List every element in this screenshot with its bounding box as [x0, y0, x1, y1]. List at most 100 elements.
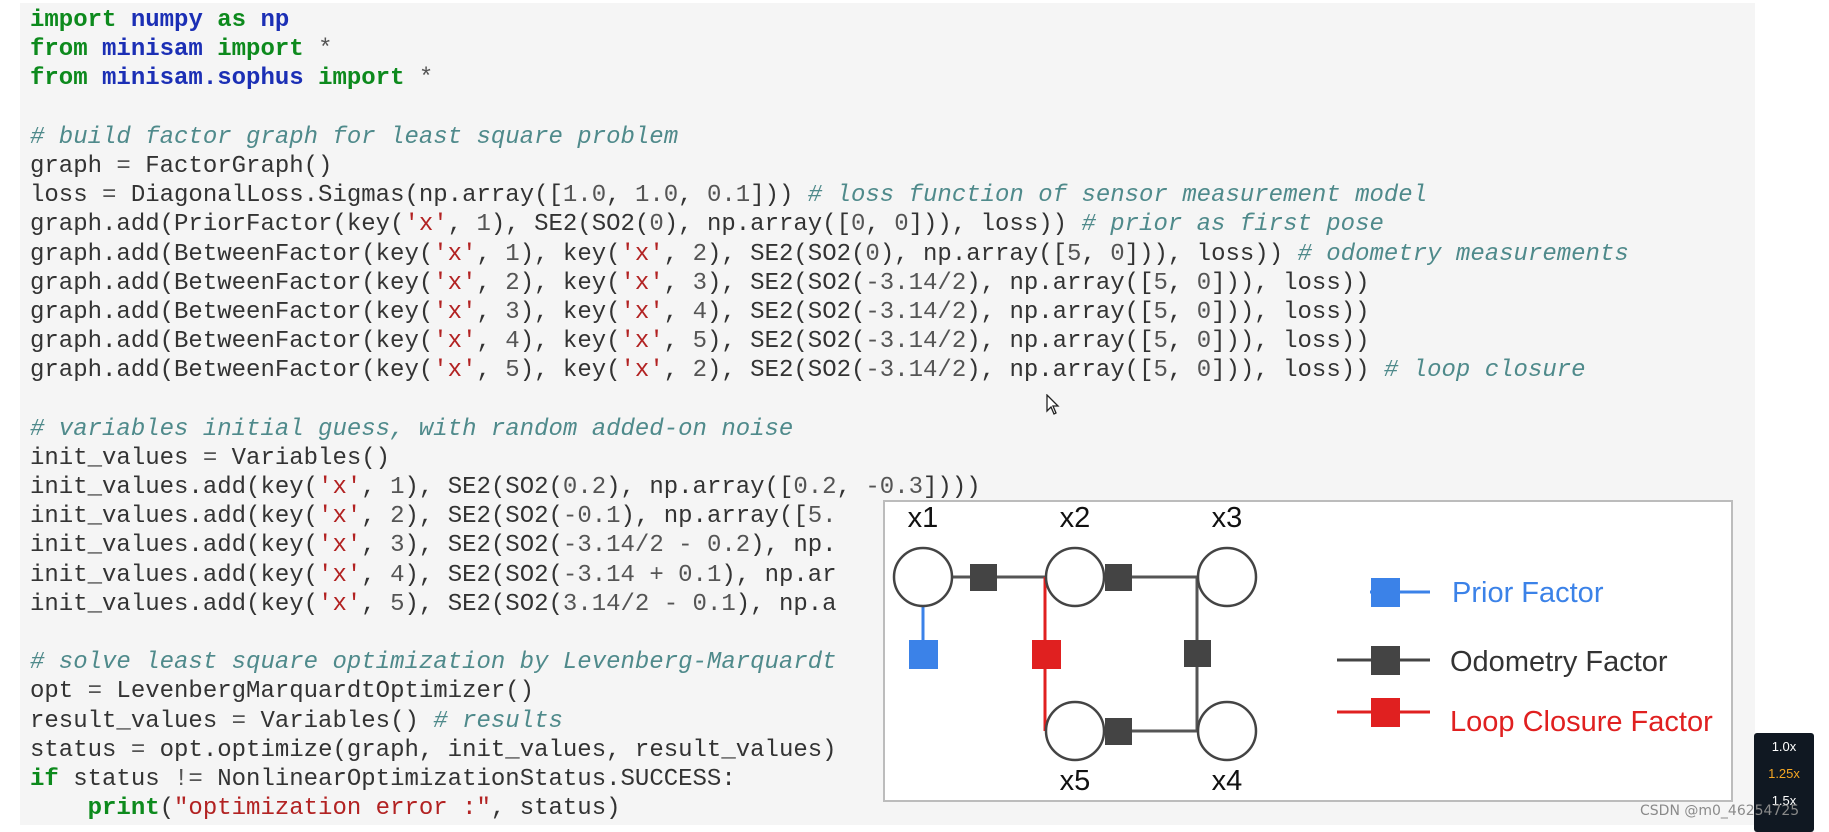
- code-token: ), key(: [519, 269, 621, 297]
- code-token: 2: [390, 503, 405, 531]
- code-token: 1: [390, 474, 405, 501]
- speed-option-1-25x[interactable]: 1.25x: [1768, 766, 1800, 781]
- code-line: graph = FactorGraph(): [30, 152, 1629, 181]
- code-token: graph.add(BetweenFactor(key(: [30, 240, 434, 268]
- code-token: # odometry measurements: [1297, 240, 1629, 268]
- code-token: init_values.add(key(: [30, 561, 319, 589]
- code-token: ), key(: [519, 240, 621, 268]
- code-token: ), SE2(SO2(: [706, 240, 866, 268]
- code-token: 'x': [620, 269, 664, 297]
- code-token: ), np.array([: [663, 211, 851, 239]
- node-label-x3: x3: [1212, 502, 1243, 534]
- code-token: !=: [174, 765, 203, 793]
- code-line: import numpy as np: [30, 6, 1629, 35]
- legend-odometry-label: Odometry Factor: [1450, 646, 1668, 678]
- code-token: ), np.ar: [721, 561, 837, 589]
- code-token: ,: [606, 182, 635, 210]
- code-token: ,: [447, 211, 477, 239]
- code-token: init_values.add(key(: [30, 474, 319, 501]
- speed-option-1-0x[interactable]: 1.0x: [1771, 739, 1797, 754]
- speed-option-1-5x[interactable]: 1.5x: [1771, 793, 1797, 808]
- code-token: opt.optimize(graph, init_values, result_…: [145, 736, 837, 764]
- code-token: import: [217, 36, 304, 64]
- code-token: [246, 7, 260, 34]
- code-token: "optimization error :": [174, 795, 491, 823]
- code-token: ), SE2(SO2(: [404, 532, 563, 560]
- code-token: [30, 795, 88, 822]
- code-line: from minisam.sophus import *: [30, 64, 1629, 93]
- code-token: ,: [663, 269, 693, 297]
- code-token: =: [87, 678, 103, 706]
- code-token: =: [102, 182, 117, 210]
- code-token: as: [217, 7, 247, 34]
- code-token: 'x': [620, 298, 664, 326]
- code-token: ])), loss)): [1211, 328, 1370, 356]
- code-token: ,: [361, 590, 391, 618]
- code-token: ), np.: [750, 532, 837, 560]
- code-token: ,: [1167, 328, 1197, 356]
- code-token: ,: [476, 328, 506, 356]
- code-token: ])), loss)): [908, 211, 1082, 239]
- code-token: 0: [1196, 269, 1212, 297]
- code-token: 0: [1110, 240, 1125, 268]
- code-token: 'x': [318, 532, 362, 560]
- code-token: # loss function of sensor measurement mo…: [807, 182, 1428, 210]
- code-token: 5: [1067, 240, 1082, 268]
- code-token: graph.add(BetweenFactor(key(: [30, 328, 434, 356]
- code-token: [304, 65, 318, 92]
- code-token: 5.: [807, 503, 837, 531]
- code-token: 'x': [620, 357, 664, 385]
- code-token: init_values.add(key(: [30, 590, 319, 618]
- code-line: opt = LevenbergMarquardtOptimizer(): [30, 677, 1629, 706]
- code-line: init_values.add(key('x', 2), SE2(SO2(-0.…: [30, 502, 1629, 531]
- code-token: (: [159, 795, 175, 823]
- code-token: ), SE2(SO2(: [404, 561, 563, 589]
- code-token: ,: [663, 328, 693, 356]
- code-token: ,: [361, 532, 391, 560]
- code-token: 1.0: [634, 182, 679, 210]
- code-token: 'x': [318, 590, 362, 618]
- code-line: status = opt.optimize(graph, init_values…: [30, 736, 1629, 765]
- code-line: graph.add(BetweenFactor(key('x', 1), key…: [30, 240, 1629, 269]
- code-token: 'x': [433, 328, 477, 356]
- code-token: 'x': [318, 503, 362, 531]
- code-line: graph.add(PriorFactor(key('x', 1), SE2(S…: [30, 210, 1629, 239]
- loop-closure-factor: [1032, 640, 1061, 669]
- code-token: from: [30, 65, 88, 93]
- code-token: 3: [390, 532, 405, 560]
- code-token: 'x': [404, 211, 448, 239]
- code-token: , status): [490, 795, 621, 823]
- code-token: 5: [1153, 357, 1168, 385]
- code-token: 1: [476, 211, 491, 239]
- node-x1: [892, 546, 954, 608]
- code-token: 2: [692, 357, 707, 385]
- code-token: 'x': [620, 240, 664, 268]
- code-token: [203, 36, 217, 63]
- code-token: NonlinearOptimizationStatus.SUCCESS:: [202, 765, 736, 793]
- node-x2: [1044, 546, 1106, 608]
- code-token: # variables initial guess, with random a…: [30, 415, 794, 443]
- code-token: init_values.add(key(: [30, 532, 319, 560]
- code-token: 'x': [433, 240, 477, 268]
- legend-prior-swatch: [1371, 578, 1400, 607]
- code-token: opt: [30, 678, 88, 706]
- code-token: [404, 65, 418, 92]
- code-token: 5: [1153, 298, 1168, 326]
- code-token: status: [58, 765, 175, 793]
- code-token: 0.1: [706, 182, 751, 210]
- code-token: ]))): [923, 474, 981, 501]
- code-line: # variables initial guess, with random a…: [30, 415, 1629, 444]
- code-line: result_values = Variables() # results: [30, 707, 1629, 736]
- code-line: graph.add(BetweenFactor(key('x', 5), key…: [30, 356, 1629, 385]
- code-token: =: [202, 444, 218, 472]
- code-token: -0.3: [865, 474, 924, 501]
- playback-speed-menu[interactable]: 1.0x 1.25x 1.5x: [1754, 733, 1814, 832]
- code-line: from minisam import *: [30, 35, 1629, 64]
- prior-factor: [909, 640, 938, 669]
- code-token: 'x': [318, 561, 362, 589]
- code-token: -3.14/2: [865, 298, 967, 326]
- odometry-factor-x1-x2: [970, 564, 997, 591]
- code-token: 0: [894, 211, 909, 239]
- code-token: result_values: [30, 707, 232, 735]
- odometry-factor-x3-x4: [1184, 640, 1211, 667]
